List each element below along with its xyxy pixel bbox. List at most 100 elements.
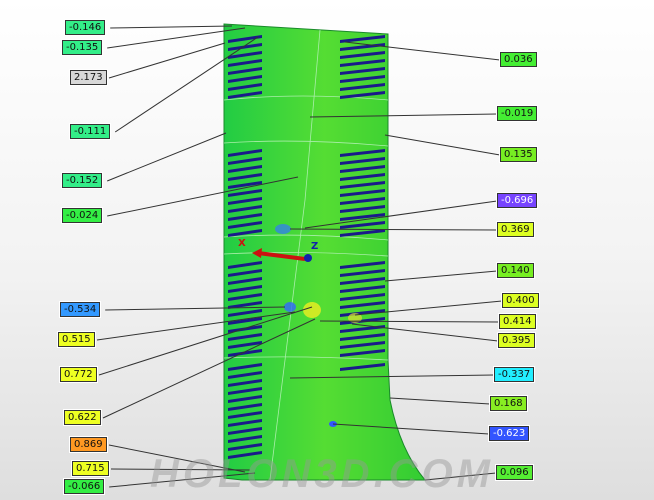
leader-line <box>98 306 313 376</box>
deviation-label[interactable]: -0.066 <box>64 479 105 494</box>
vent-slot <box>228 43 262 51</box>
leader-line <box>309 113 498 118</box>
vent-slot <box>340 83 385 91</box>
vent-slot <box>340 157 385 165</box>
vent-slot <box>340 229 385 237</box>
leader-line <box>96 311 296 341</box>
vent-slot <box>228 285 262 293</box>
deviation-label[interactable]: -0.152 <box>62 173 103 188</box>
deviation-label[interactable]: 0.715 <box>72 461 109 476</box>
leader-line <box>105 306 286 311</box>
vent-slot <box>340 173 385 181</box>
leader-line <box>109 472 256 488</box>
vent-slot <box>228 419 262 427</box>
leader-line <box>108 42 226 79</box>
vent-slot <box>228 75 262 83</box>
vent-slot <box>340 75 385 83</box>
vent-slot <box>340 293 385 301</box>
vent-slot <box>340 205 385 213</box>
deviation-label[interactable]: -0.337 <box>494 367 535 382</box>
vent-slot <box>340 197 385 205</box>
leader-line <box>110 25 233 29</box>
vent-slot <box>228 91 262 99</box>
vent-slot <box>340 181 385 189</box>
vent-slot <box>340 149 385 157</box>
leader-line <box>107 176 299 217</box>
deviation-label[interactable]: 0.395 <box>498 333 535 348</box>
vent-slot <box>228 333 262 341</box>
vent-slot <box>228 317 262 325</box>
deviation-label[interactable]: 0.772 <box>60 367 97 382</box>
vent-slot <box>228 301 262 309</box>
leader-line <box>304 200 498 229</box>
leader-line <box>289 228 498 231</box>
vent-slot <box>228 173 262 181</box>
deviation-label[interactable]: 0.515 <box>58 332 95 347</box>
vent-slot <box>228 189 262 197</box>
leader-line <box>384 134 501 156</box>
vent-slot <box>340 51 385 59</box>
vent-slot <box>228 293 262 301</box>
vent-slot <box>228 197 262 205</box>
vent-slot <box>340 363 385 371</box>
vent-slot <box>228 261 262 269</box>
leader-line <box>384 270 498 282</box>
vent-slot <box>228 341 262 349</box>
deviation-label[interactable]: 0.869 <box>70 437 107 452</box>
leader-line <box>102 318 316 419</box>
deviation-label[interactable]: -0.111 <box>70 124 111 139</box>
leader-line <box>110 468 251 471</box>
vent-slot <box>340 67 385 75</box>
deviation-label[interactable]: -0.019 <box>497 106 538 121</box>
leader-line <box>319 320 500 323</box>
deviation-label[interactable]: 0.036 <box>500 52 537 67</box>
deviation-label[interactable]: -0.623 <box>489 426 530 441</box>
vent-slot <box>340 165 385 173</box>
vent-slot <box>340 213 385 221</box>
watermark: HOLON3D.COM <box>150 452 494 496</box>
vent-slot <box>228 205 262 213</box>
vent-slot <box>340 349 385 357</box>
deviation-label[interactable]: 0.414 <box>499 314 536 329</box>
leader-line <box>424 472 497 481</box>
leader-line <box>108 444 246 473</box>
vent-slot <box>340 261 385 269</box>
vent-slot <box>340 35 385 43</box>
deviation-label[interactable]: 0.096 <box>496 465 533 480</box>
deviation-label[interactable]: 0.135 <box>500 147 537 162</box>
deviation-label[interactable]: 0.369 <box>497 222 534 237</box>
deviation-label[interactable]: -0.534 <box>60 302 101 317</box>
deviation-label[interactable]: 0.400 <box>502 293 539 308</box>
vent-slot <box>228 435 262 443</box>
vent-slot <box>340 59 385 67</box>
vent-slot <box>340 333 385 341</box>
deviation-label[interactable]: -0.146 <box>65 20 106 35</box>
deviation-label[interactable]: 0.168 <box>490 396 527 411</box>
vent-slot <box>228 363 262 371</box>
leader-line <box>107 132 227 182</box>
vent-slot <box>228 59 262 67</box>
deviation-label[interactable]: -0.135 <box>62 40 103 55</box>
vent-slot <box>228 229 262 237</box>
x-axis-label: X <box>238 238 246 249</box>
vent-slot <box>228 451 262 459</box>
vent-slot <box>228 277 262 285</box>
deviation-label[interactable]: 0.140 <box>497 263 534 278</box>
vent-slot <box>228 149 262 157</box>
deviation-label[interactable]: 2.173 <box>70 70 107 85</box>
vent-slot <box>228 51 262 59</box>
vent-slot <box>228 371 262 379</box>
deviation-label[interactable]: -0.024 <box>62 208 103 223</box>
vent-slot <box>228 411 262 419</box>
deviation-label[interactable]: 0.622 <box>64 410 101 425</box>
leader-line <box>344 41 501 61</box>
vent-slot <box>228 387 262 395</box>
vent-slot <box>228 181 262 189</box>
leader-line <box>354 300 503 316</box>
vent-slot <box>228 83 262 91</box>
deviation-label[interactable]: -0.696 <box>497 193 538 208</box>
vent-slot <box>340 301 385 309</box>
leader-line <box>332 423 490 435</box>
vent-slot <box>340 269 385 277</box>
